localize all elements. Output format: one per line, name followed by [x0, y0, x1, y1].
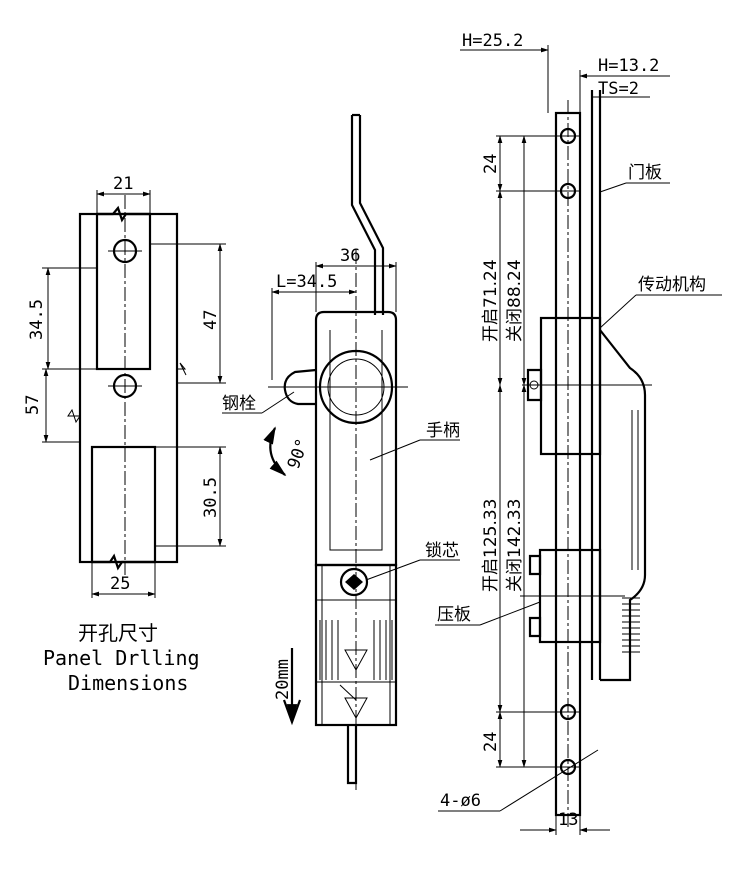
caption-en-1: Panel Drlling — [43, 646, 200, 670]
side-view: H=25.2 H=13.2 TS=2 24 开启71.24 关闭88.24 开启… — [435, 31, 722, 835]
side-holes — [556, 127, 580, 776]
dim-mid-open: 开启71.24 — [481, 259, 501, 342]
dim-front-width: 36 — [340, 246, 360, 266]
label-holes: 4-ø6 — [440, 791, 481, 811]
label-handle: 手柄 — [426, 421, 460, 441]
handle-profile — [599, 329, 647, 682]
lower-cutout — [90, 445, 157, 564]
rod-top — [350, 115, 385, 315]
dim-bar-width: 13 — [558, 810, 578, 830]
lock-core — [339, 567, 369, 597]
dim-right-upper: 47 — [201, 310, 221, 330]
travel-label: 20mm — [273, 659, 293, 700]
steel-bolt — [283, 368, 317, 406]
panel-drilling-view: 21 25 34.5 57 47 30.5 开孔尺寸 Panel Drlling… — [23, 174, 226, 695]
label-door-panel: 门板 — [628, 163, 662, 183]
panel-outline — [78, 212, 179, 564]
upper-cutout — [95, 212, 152, 371]
rotation-label: 90° — [284, 436, 313, 472]
dim-bottom-pitch: 24 — [481, 732, 501, 752]
label-lock-core: 锁芯 — [425, 541, 459, 561]
arrow-mark-lower — [344, 697, 368, 720]
rod-bottom — [346, 725, 358, 785]
label-drive: 传动机构 — [638, 275, 706, 295]
caption-cn: 开孔尺寸 — [78, 621, 158, 645]
dim-bottom-width: 25 — [110, 574, 130, 594]
front-view: 90° 20mm 36 L=34.5 钢栓 手柄 锁芯 — [222, 113, 460, 790]
dim-top-pitch: 24 — [481, 154, 501, 174]
dim-front-L: L=34.5 — [276, 272, 337, 292]
housing-hatch — [319, 620, 393, 680]
dim-H1: H=25.2 — [462, 31, 523, 51]
break-line-bottom — [92, 553, 155, 571]
dim-right-lower: 30.5 — [201, 477, 221, 518]
dim-left-upper: 34.5 — [27, 299, 47, 340]
dim-TS: TS=2 — [598, 79, 639, 99]
dim-H2: H=13.2 — [598, 56, 659, 76]
arrow-mark-upper — [344, 649, 368, 672]
dim-mid-closed: 关闭88.24 — [505, 259, 525, 342]
break-line-mid — [67, 408, 81, 424]
dim-left-total: 57 — [23, 395, 43, 415]
break-line-right — [177, 362, 187, 376]
dim-lower-open: 开启125.33 — [481, 499, 501, 592]
break-line-top — [97, 205, 150, 223]
caption-en-2: Dimensions — [68, 671, 188, 695]
handle-body — [314, 310, 398, 567]
grip-ribs — [622, 597, 640, 653]
label-press-plate: 压板 — [437, 605, 471, 625]
rotation-arrow — [263, 426, 287, 477]
dim-lower-closed: 关闭142.33 — [505, 499, 525, 592]
dim-top-width: 21 — [113, 174, 133, 194]
label-bolt: 钢栓 — [222, 394, 256, 414]
